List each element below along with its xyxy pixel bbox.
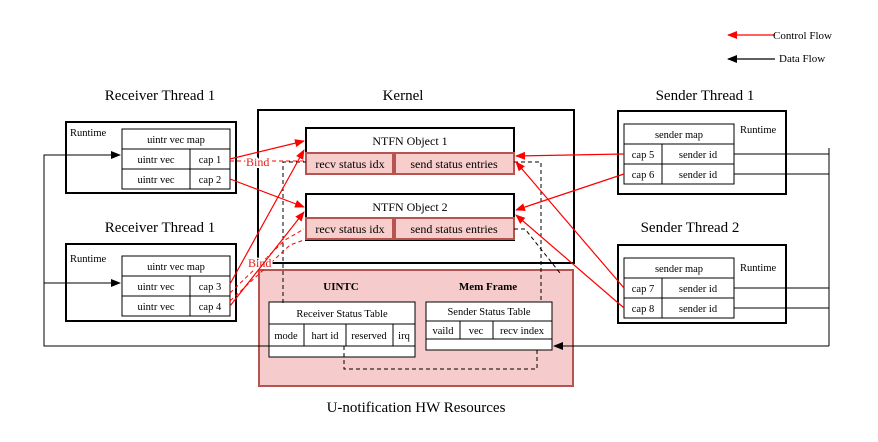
- receiver-2-row-2-vec: uintr vec: [137, 302, 174, 313]
- mem-frame-label: Mem Frame: [459, 281, 517, 293]
- legend: Control Flow Data Flow: [727, 30, 832, 65]
- ntfn-object-1-recv-cell: [305, 152, 394, 175]
- ntfn-object-1-send-cell: [394, 152, 515, 175]
- kernel-box: [257, 109, 575, 264]
- sender-1-row-1-id: sender id: [679, 150, 718, 161]
- control-flow-legend-label: Control Flow: [773, 30, 832, 42]
- cap8-to-ntfn2-arrow: [515, 214, 625, 309]
- sender-2-map: [623, 257, 735, 319]
- receiver-2-vec-map: [121, 255, 231, 317]
- receiver-thread-1: Runtime uintr vec map uintr vec cap 1 ui…: [65, 121, 237, 194]
- receiver-thread-1-title: Receiver Thread 1: [105, 88, 216, 104]
- cap3-to-ntfn1-arrow: [229, 149, 305, 285]
- receiver-1-row-1-cap: cap 1: [199, 155, 221, 166]
- sender-thread-2: Runtime sender map cap 7 sender id cap 8…: [617, 244, 787, 324]
- sender-table-col-vaild: vaild: [433, 326, 455, 337]
- receiver-2-row-2-cap: cap 4: [199, 302, 222, 313]
- hw-resources-caption: U-notification HW Resources: [327, 400, 506, 416]
- cap2-to-ntfn2-arrow: [229, 178, 305, 208]
- data-flow-lines: [43, 148, 830, 350]
- sender-1-map: [623, 123, 735, 185]
- sender-2-runtime-label: Runtime: [740, 263, 777, 274]
- cap1-to-ntfn1-arrow: [229, 139, 305, 160]
- cap6-to-ntfn2-arrow: [515, 173, 625, 211]
- receiver-1-row-2-vec: uintr vec: [137, 175, 174, 186]
- sender-table-col-vec: vec: [469, 326, 484, 337]
- receiver-thread-2: Runtime uintr vec map uintr vec cap 3 ui…: [65, 243, 237, 322]
- receiver-1-row-2-cap: cap 2: [199, 175, 221, 186]
- receiver-2-row-1-cap: cap 3: [199, 282, 221, 293]
- control-flow-arrows: [229, 139, 625, 309]
- sender-2-row-1-cap: cap 7: [632, 284, 654, 295]
- receiver-2-map-title: uintr vec map: [147, 262, 205, 273]
- ntfn-object-2: NTFN Object 2 recv status idx send statu…: [305, 193, 515, 241]
- sender-thread-2-title: Sender Thread 2: [641, 220, 740, 236]
- ntfn-object-2-recv-cell: [305, 217, 394, 240]
- receiver-1-map-title: uintr vec map: [147, 135, 205, 146]
- receiver-1-vec-map: [121, 128, 231, 190]
- receiver-thread-2-title: Receiver Thread 1: [105, 220, 216, 236]
- receiver-status-table-title: Receiver Status Table: [296, 309, 388, 320]
- receiver-table-col-mode: mode: [274, 331, 298, 342]
- receiver-1-runtime-label: Runtime: [70, 128, 107, 139]
- sender-1-row-2-id: sender id: [679, 170, 718, 181]
- sender-1-map-title: sender map: [655, 130, 703, 141]
- sender-thread-1-title: Sender Thread 1: [656, 88, 755, 104]
- ntfn-object-1-send: send status entries: [410, 157, 498, 171]
- ntfn-object-2-title: NTFN Object 2: [372, 200, 447, 214]
- sender-1-runtime-label: Runtime: [740, 125, 777, 136]
- sender-status-table: Sender Status Table vaild vec recv index: [425, 301, 553, 351]
- sender-2-row-1-id: sender id: [679, 284, 718, 295]
- sender-table-col-recv-index: recv index: [500, 326, 545, 337]
- receiver-table-col-reserved: reserved: [351, 331, 387, 342]
- ntfn-object-2-send: send status entries: [410, 222, 498, 236]
- ntfn-object-1-title: NTFN Object 1: [372, 134, 447, 148]
- ntfn-object-2-recv: recv status idx: [315, 222, 384, 236]
- uintc-label: UINTC: [323, 281, 359, 293]
- data-flow-legend-label: Data Flow: [779, 53, 825, 65]
- bind-label-2: Bind: [248, 256, 271, 270]
- receiver-2-row-1-vec: uintr vec: [137, 282, 174, 293]
- sender-1-row-2-cap: cap 6: [632, 170, 654, 181]
- ntfn-object-1-recv: recv status idx: [315, 157, 384, 171]
- kernel-title: Kernel: [383, 88, 424, 104]
- receiver-1-row-1-vec: uintr vec: [137, 155, 174, 166]
- sender-status-table-title: Sender Status Table: [447, 307, 530, 318]
- receiver-table-to-receiver-1-arrow: [43, 151, 269, 347]
- receiver-2-runtime-label: Runtime: [70, 254, 107, 265]
- sender-2-row-2-id: sender id: [679, 304, 718, 315]
- receiver-status-table: Receiver Status Table mode hart id reser…: [268, 301, 416, 358]
- cap4-to-ntfn2-arrow: [229, 211, 305, 307]
- ntfn-object-1: NTFN Object 1 recv status idx send statu…: [305, 127, 515, 175]
- receiver-table-col-hart-id: hart id: [311, 331, 339, 342]
- sender-2-row-2-cap: cap 8: [632, 304, 654, 315]
- receiver-table-col-irq: irq: [398, 331, 410, 342]
- sender-2-map-title: sender map: [655, 264, 703, 275]
- cap7-to-ntfn1-arrow: [515, 161, 625, 289]
- bind-dashed-lines: [229, 160, 306, 302]
- cap5-to-ntfn1-arrow: [515, 151, 625, 160]
- sender-thread-1: Runtime sender map cap 5 sender id cap 6…: [617, 110, 787, 195]
- sender-1-row-1-cap: cap 5: [632, 150, 654, 161]
- bind-label-1: Bind: [246, 155, 269, 169]
